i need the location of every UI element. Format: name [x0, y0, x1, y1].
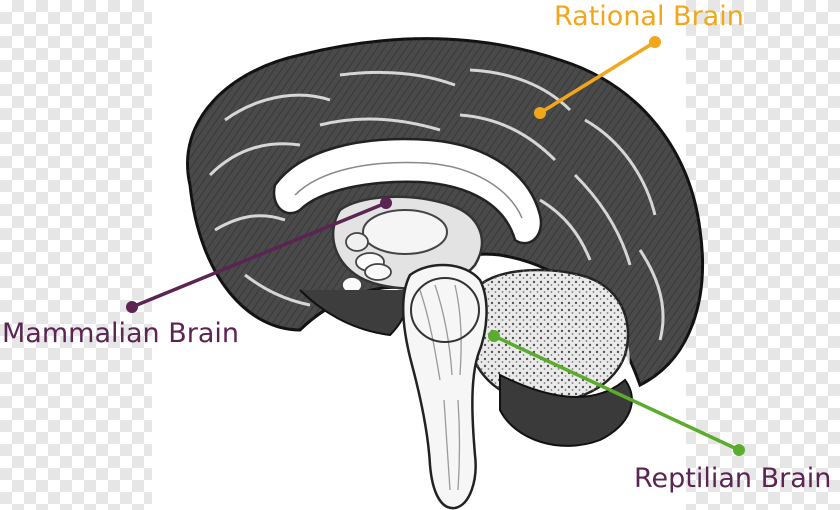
- mammalian-brain-marker-outer: [126, 301, 138, 313]
- rational-brain-marker-inner: [534, 107, 546, 119]
- brainstem: [401, 263, 488, 510]
- reptilian-brain-leader-line: [493, 334, 740, 452]
- rational-brain-leader-line: [539, 40, 656, 115]
- reptilian-brain-marker-inner: [488, 330, 500, 342]
- rational-brain-label: Rational Brain: [554, 1, 744, 32]
- mammalian-brain-label: Mammalian Brain: [2, 318, 240, 349]
- cerebellum: [466, 268, 633, 447]
- limbic-region: [299, 195, 484, 337]
- mammalian-brain-leader-line: [131, 201, 387, 309]
- reptilian-brain-label: Reptilian Brain: [634, 463, 832, 494]
- reptilian-brain-marker-outer: [733, 444, 745, 456]
- rational-brain-marker-outer: [649, 36, 661, 48]
- mammalian-brain-marker-inner: [380, 197, 392, 209]
